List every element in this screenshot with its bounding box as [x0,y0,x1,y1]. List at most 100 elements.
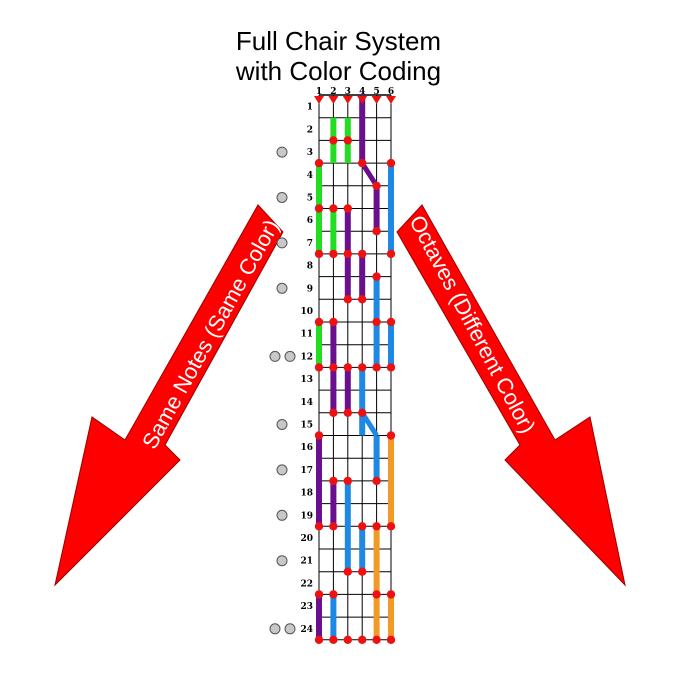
string-top-triangle [371,96,382,104]
fret-number: 23 [300,602,313,612]
string-number: 2 [330,87,336,97]
note-dot [372,363,381,372]
fret-marker-dot [276,555,288,567]
note-dot [386,635,396,644]
fret-number: 19 [300,511,313,521]
fret-number: 12 [300,352,313,362]
fret-marker-dot [276,464,288,476]
note-dot [329,635,338,644]
note-dot [314,522,324,531]
note-dot [314,590,324,599]
chair-connector-purple [360,161,379,188]
fret-number: 11 [300,330,313,340]
note-dot [358,408,367,417]
right-arrow-label: Octaves (Different Color) [404,211,540,437]
note-dot [314,158,324,168]
note-dot [372,227,381,236]
fret-marker-dot [269,623,281,635]
fret-number: 21 [300,557,313,567]
note-dot [386,431,396,440]
note-dot [343,635,352,644]
note-dot [358,522,367,531]
note-dot [386,590,396,599]
note-dot [343,567,352,576]
note-dot [329,590,338,599]
left-arrow: Same Notes (Same Color) [54,204,284,587]
fret-number: 6 [307,216,313,226]
note-dot [358,635,367,644]
string-top-triangle [328,96,339,104]
note-dot [386,522,396,531]
left-arrow-label: Same Notes (Same Color) [137,215,284,453]
right-arrow: Octaves (Different Color) [396,204,626,587]
fret-marker-dot [276,419,288,430]
note-dot [386,249,396,259]
string-number: 5 [373,87,379,97]
note-dot [358,249,367,259]
right-arrow-shape [396,204,626,587]
string-top-triangle [386,96,396,104]
note-dot [358,295,367,304]
string-number: 6 [388,87,394,97]
fret-number: 18 [300,489,313,499]
fret-number: 4 [307,171,313,181]
note-dot [358,158,367,168]
fret-number: 3 [307,148,313,158]
string-top-triangles [314,96,396,104]
fret-number: 24 [300,625,313,635]
note-dot [329,136,338,145]
note-dot [314,204,324,213]
fret-marker-dot [284,623,296,635]
fret-markers [269,146,296,635]
fret-number: 1 [307,103,313,113]
string-number: 3 [345,87,351,97]
string-number: 1 [316,87,322,97]
fret-number: 10 [300,307,313,317]
note-dot [329,249,338,259]
title-line-2: with Color Coding [235,56,442,86]
note-dot [314,249,324,259]
fret-number: 14 [300,398,313,408]
note-dot [343,249,352,259]
note-dot [343,136,352,145]
note-dot [329,476,338,486]
note-dot [372,181,381,190]
note-dot [372,590,381,599]
note-dot [386,363,396,372]
note-dot [314,431,324,440]
note-dot [343,204,352,213]
note-dot [314,317,324,327]
fret-number: 2 [307,125,313,135]
note-dot [343,295,352,304]
note-dot [314,635,324,644]
fret-marker-dot [284,350,296,362]
fret-number: 13 [300,375,313,385]
fret-marker-dot [276,282,288,294]
note-dot [314,363,324,372]
fret-number: 20 [300,534,313,544]
fret-marker-dot [269,350,281,362]
note-dot [329,204,338,213]
string-top-triangle [314,96,324,104]
fret-number: 16 [300,443,313,453]
note-dot [372,635,381,644]
fret-marker-dot [276,192,288,203]
note-dot [386,158,396,168]
note-dot [343,408,352,417]
note-dot [386,317,396,327]
fret-number: 17 [300,466,313,476]
fret-marker-dot [276,509,288,521]
fret-number: 5 [307,194,313,204]
chair-connector-blue [360,411,379,437]
fret-number: 7 [307,239,313,249]
note-dot [358,363,367,372]
note-dot [343,476,352,486]
note-dot [372,272,381,281]
fret-number: 9 [307,284,313,294]
note-dot [372,476,381,486]
string-top-triangle [342,96,353,104]
note-dot [329,408,338,417]
string-number: 4 [359,87,365,97]
